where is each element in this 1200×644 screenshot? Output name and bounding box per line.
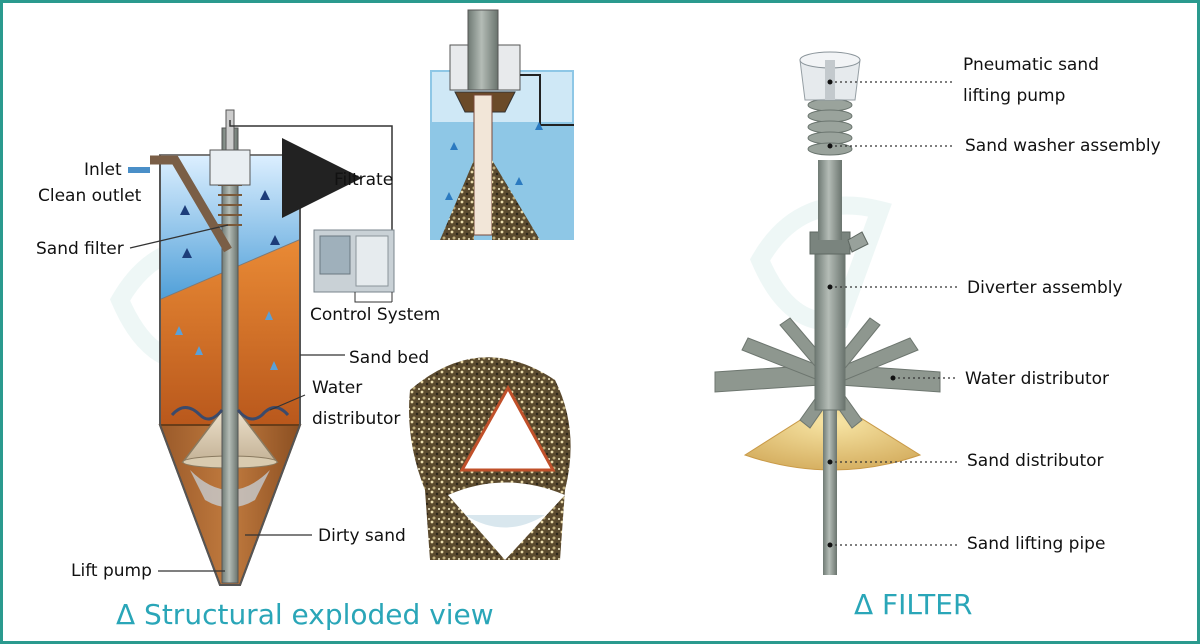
pump-detail-inset [430, 9, 574, 240]
watermark-logo-right [749, 196, 892, 331]
label-clean-outlet: Clean outlet [38, 186, 142, 206]
label-water-distributor-line2: distributor [312, 409, 401, 429]
caption-structural-exploded-view: Δ Structural exploded view [116, 598, 494, 631]
label-lift-pump: Lift pump [71, 561, 152, 581]
label-pneumatic-line1: Pneumatic sand [963, 55, 1099, 75]
caption-filter: Δ FILTER [854, 588, 973, 621]
label-filtrate: Filtrate [334, 170, 394, 190]
label-sand-distributor: Sand distributor [967, 451, 1104, 471]
control-system-box [313, 229, 395, 303]
label-pneumatic-line2: lifting pump [963, 86, 1066, 106]
dotted-leader-lines [830, 81, 958, 546]
label-control-system: Control System [310, 305, 441, 325]
label-sand-bed: Sand bed [349, 348, 430, 368]
leader-lines [129, 224, 345, 572]
filter-assembly [714, 51, 941, 575]
label-water-distributor: Water distributor [965, 369, 1110, 389]
label-water-distributor-line1: Water [312, 378, 363, 398]
label-diverter-assembly: Diverter assembly [967, 278, 1123, 298]
label-sand-washer-assembly: Sand washer assembly [965, 136, 1161, 156]
label-inlet: Inlet [84, 160, 122, 180]
label-dirty-sand: Dirty sand [318, 526, 406, 546]
label-sand-filter: Sand filter [36, 239, 124, 259]
sand-cross-section [409, 357, 571, 560]
main-filter-tank [128, 109, 393, 586]
label-sand-lifting-pipe: Sand lifting pipe [967, 534, 1106, 554]
leader-dots [827, 79, 896, 548]
